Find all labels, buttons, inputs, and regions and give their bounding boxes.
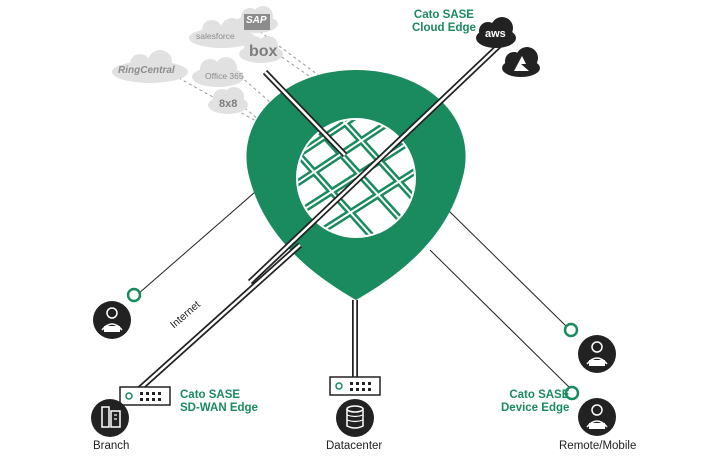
branch-building-icon: [91, 399, 129, 437]
device-edge-line1: Cato SASE: [509, 389, 570, 401]
sdwan-edge-title: Cato SASE SD-WAN Edge: [180, 389, 258, 415]
salesforce-label: salesforce: [196, 31, 235, 41]
sdwan-edge-line1: Cato SASE: [180, 389, 241, 401]
office365-label: Office 365: [205, 71, 244, 81]
tunnel-rails: [122, 37, 508, 405]
8x8-cloud: [208, 87, 248, 114]
azure-icon: [514, 56, 529, 71]
box-label: box: [249, 43, 278, 60]
office365-cloud: [192, 57, 244, 87]
ringcentral-cloud: [112, 50, 188, 83]
sap-logo: [244, 14, 270, 30]
box-cloud: [239, 36, 283, 63]
cloud-edge-title: Cato SASE Cloud Edge: [412, 9, 476, 35]
connector-nodes: [126, 287, 580, 401]
sdwan-edge-device: [119, 386, 171, 406]
datacenter-label: Datacenter: [326, 440, 383, 452]
device-edge-line2: Device Edge: [501, 402, 570, 414]
aws-cloud: [476, 17, 516, 48]
datacenter-edge-device: [329, 376, 381, 396]
remote-user-icon-left: [93, 301, 131, 339]
device-edge-title: Cato SASE Device Edge: [501, 389, 569, 415]
remote-user-icon-right: [578, 335, 616, 373]
eight-by-eight-label: 8x8: [219, 98, 238, 110]
sdwan-edge-line2: SD-WAN Edge: [180, 402, 258, 414]
remote-mobile-label: Remote/Mobile: [559, 440, 637, 452]
sap-label: SAP: [246, 15, 267, 26]
ringcentral-label: RingCentral: [118, 65, 175, 76]
salesforce-cloud: [189, 18, 255, 48]
datacenter-server-icon: [336, 399, 374, 437]
mobile-user-icon: [578, 398, 616, 436]
branch-label: Branch: [93, 440, 130, 452]
spoke-lines: [137, 185, 571, 389]
cloud-edge-line2: Cloud Edge: [412, 22, 476, 34]
aws-label: aws: [485, 28, 506, 40]
cloud-edge-line1: Cato SASE: [413, 9, 474, 21]
